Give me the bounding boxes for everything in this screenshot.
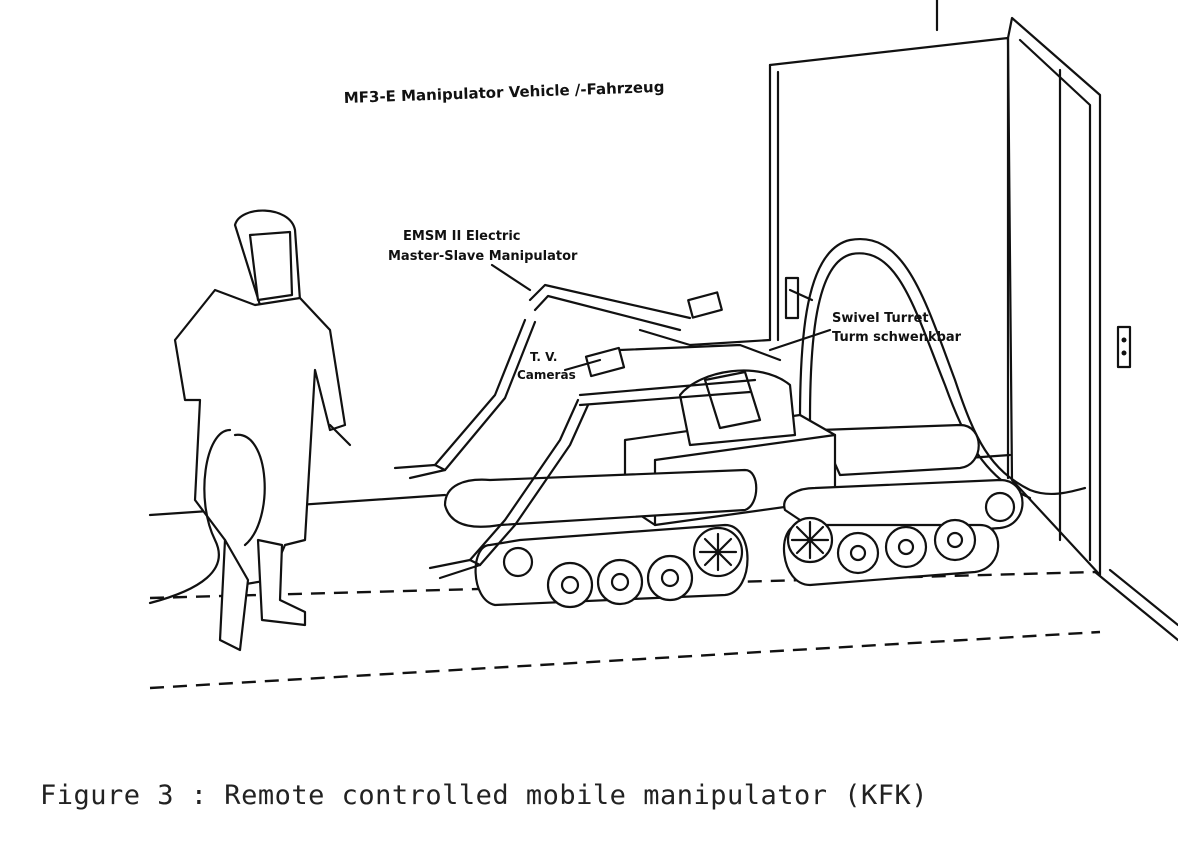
operator-figure	[148, 209, 352, 652]
manipulator-vehicle	[393, 283, 1024, 609]
figure-caption: Figure 3 : Remote controlled mobile mani…	[40, 780, 929, 811]
label-turret-line2: Turm schwenkbar	[832, 330, 962, 345]
door	[768, 16, 1132, 577]
label-emsm-line1: EMSM II Electric	[403, 229, 521, 244]
label-turret-line1: Swivel Turret	[832, 311, 929, 326]
label-tv-line1: T. V.	[530, 350, 557, 364]
label-tv-line2: Cameras	[517, 368, 576, 382]
leader-lines	[490, 263, 832, 372]
label-emsm-line2: Master-Slave Manipulator	[388, 249, 578, 264]
labels: MF3-E Manipulator Vehicle /-Fahrzeug EMS…	[344, 78, 962, 382]
figure-title: MF3-E Manipulator Vehicle /-Fahrzeug	[344, 78, 665, 107]
